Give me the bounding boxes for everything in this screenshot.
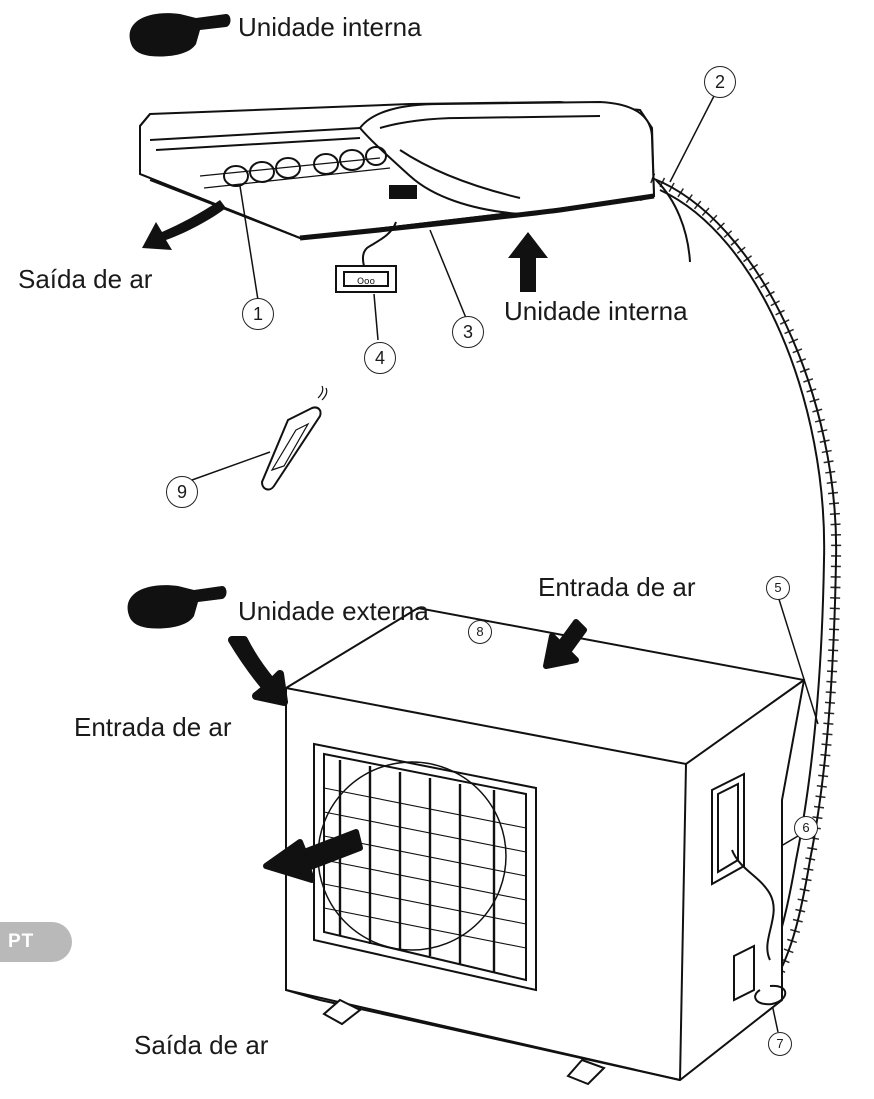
remote-control xyxy=(260,385,328,491)
indoor-unit xyxy=(139,100,691,263)
svg-text:Ooo: Ooo xyxy=(357,277,376,287)
callout-2: 2 xyxy=(704,66,736,98)
outdoor-air-outlet-label: Saída de ar xyxy=(134,1030,269,1060)
pointing-hand-icon xyxy=(127,585,227,629)
refrigerant-pipe xyxy=(650,173,842,999)
callout-4: 4 xyxy=(364,342,396,374)
air-inlet-arrow xyxy=(508,232,548,292)
indoor-air-outlet-label: Saída de ar xyxy=(18,264,153,294)
callout-8: 8 xyxy=(468,620,492,644)
air-outlet-arrow xyxy=(142,200,226,250)
outdoor-left-air-inlet-label: Entrada de ar xyxy=(74,712,232,742)
pointing-hand-icon xyxy=(129,13,231,57)
callout-9: 9 xyxy=(166,476,198,508)
air-outlet-arrow xyxy=(263,829,363,883)
callout-6: 6 xyxy=(794,816,818,840)
callout-7: 7 xyxy=(768,1032,792,1056)
air-inlet-arrow xyxy=(543,619,587,669)
wired-controller: Ooo xyxy=(335,221,397,293)
outdoor-unit xyxy=(285,606,806,1086)
outdoor-top-air-inlet-label: Entrada de ar xyxy=(538,572,696,602)
air-inlet-arrow xyxy=(228,636,288,706)
callout-1: 1 xyxy=(242,298,274,330)
outdoor-unit-heading: Unidade externa xyxy=(238,596,429,626)
indoor-unit-heading: Unidade interna xyxy=(238,12,422,42)
callout-3: 3 xyxy=(452,316,484,348)
language-tab: PT xyxy=(0,922,72,962)
callout-5: 5 xyxy=(766,576,790,600)
indoor-air-inlet-label: Unidade interna xyxy=(504,296,688,326)
